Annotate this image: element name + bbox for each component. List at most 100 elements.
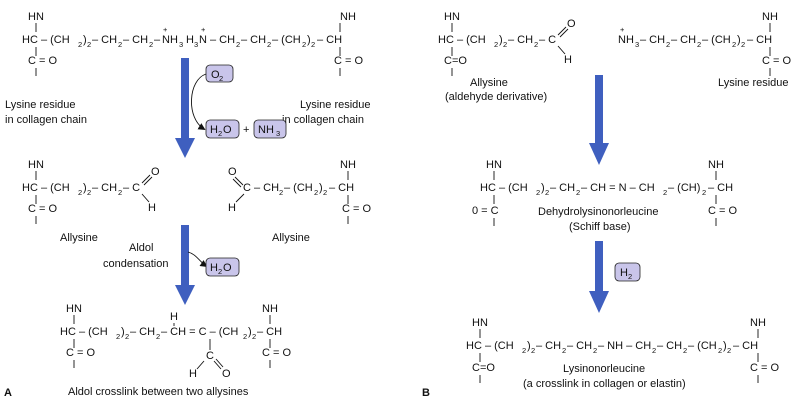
arrow-b2 — [589, 241, 609, 313]
panel-a-letter: A — [4, 387, 12, 399]
allysine-right-structure: O C – CH 2 – (CH 2 ) 2 – CH H NH C = O — [228, 159, 371, 224]
svg-text:– NH – CH: – NH – CH — [598, 340, 651, 352]
svg-text:– (CH: – (CH — [688, 340, 717, 352]
allysine-left-structure: HN HC – (CH 2 ) 2 – CH 2 – C O H C = O — [22, 159, 160, 224]
svg-text:): ) — [527, 340, 531, 352]
reagent-h2: H 2 — [614, 262, 641, 282]
svg-text:): ) — [83, 182, 87, 194]
svg-text:– (CH: – (CH — [702, 34, 731, 46]
svg-text:H: H — [170, 311, 178, 323]
svg-text:2: 2 — [531, 346, 535, 355]
svg-text:2: 2 — [494, 40, 498, 49]
svg-text:H: H — [210, 124, 218, 136]
svg-text:2: 2 — [663, 188, 667, 197]
svg-text:O: O — [222, 368, 231, 380]
svg-text:2: 2 — [702, 188, 706, 197]
svg-text:HC – (CH: HC – (CH — [480, 182, 528, 194]
svg-text:C = O: C = O — [334, 55, 363, 67]
svg-text:– (CH): – (CH) — [668, 182, 700, 194]
svg-text:2: 2 — [314, 188, 318, 197]
svg-text:– CH: – CH — [257, 326, 282, 338]
svg-text:2: 2 — [666, 40, 670, 49]
svg-text:HN: HN — [486, 159, 502, 171]
svg-text:–: – — [154, 34, 161, 46]
svg-text:HC – (CH: HC – (CH — [466, 340, 514, 352]
svg-text:2: 2 — [727, 346, 731, 355]
svg-text:2: 2 — [628, 272, 632, 281]
svg-text:NH: NH — [708, 159, 724, 171]
svg-text:2: 2 — [593, 346, 597, 355]
svg-text:– CH: – CH — [130, 326, 155, 338]
svg-text:HN: HN — [444, 11, 460, 23]
svg-text:2: 2 — [252, 332, 256, 341]
svg-text:2: 2 — [118, 40, 122, 49]
svg-text:): ) — [83, 34, 87, 46]
svg-text:– CH: – CH — [241, 34, 266, 46]
svg-text:3: 3 — [635, 40, 639, 49]
arrow-b1 — [589, 75, 609, 165]
svg-text:): ) — [121, 326, 125, 338]
svg-text:C = O: C = O — [262, 347, 291, 359]
lysine-right-label: Lysine residue — [300, 99, 371, 111]
svg-text:HN: HN — [66, 303, 82, 315]
svg-text:2: 2 — [236, 40, 240, 49]
svg-text:C = O: C = O — [66, 347, 95, 359]
svg-text:): ) — [307, 34, 311, 46]
svg-text:3: 3 — [179, 40, 183, 49]
lysine-right-label-line2: in collagen chain — [282, 114, 364, 126]
svg-text:): ) — [723, 340, 727, 352]
svg-text:– C: – C — [123, 182, 140, 194]
svg-text:– CH: – CH — [508, 34, 533, 46]
svg-text:2: 2 — [267, 40, 271, 49]
allysine-right-label: Allysine — [272, 232, 310, 244]
panel-b: HN HC – (CH 2 ) 2 – CH 2 – C O H C=O + N… — [422, 11, 791, 399]
svg-text:C = O: C = O — [708, 205, 737, 217]
svg-text:– CH = N – CH: – CH = N – CH — [581, 182, 655, 194]
svg-text:N – CH: N – CH — [199, 34, 235, 46]
arrow-a1 — [175, 58, 195, 158]
svg-text:2: 2 — [218, 129, 222, 138]
svg-text:– CH: – CH — [123, 34, 148, 46]
svg-text:2: 2 — [503, 40, 507, 49]
svg-text:3: 3 — [276, 129, 280, 138]
reagent-h2o-aldol: H 2 O — [187, 251, 240, 277]
svg-text:– CH: – CH — [747, 34, 772, 46]
svg-text:+: + — [201, 25, 206, 34]
svg-text:C=O: C=O — [472, 362, 495, 374]
lysine-left-label: Lysine residue — [5, 99, 76, 111]
svg-text:2: 2 — [534, 40, 538, 49]
svg-text:HC – (CH: HC – (CH — [22, 34, 70, 46]
svg-text:NH: NH — [762, 11, 778, 23]
svg-text:NH: NH — [262, 303, 278, 315]
lysine-left-structure: HN HC – (CH 2 ) 2 – CH 2 – CH 2 – + NH 3… — [22, 11, 183, 76]
svg-text:H: H — [620, 267, 628, 279]
svg-text:HC – (CH: HC – (CH — [438, 34, 486, 46]
lysine-b-structure: + NH 3 – CH 2 – CH 2 – (CH 2 ) 2 – CH NH… — [618, 11, 791, 76]
svg-text:– C: – C — [539, 34, 556, 46]
schiff-sublabel: (Schiff base) — [569, 221, 631, 233]
svg-text:3: 3 — [194, 40, 198, 49]
svg-text:2: 2 — [652, 346, 656, 355]
svg-text:H: H — [564, 54, 572, 66]
svg-text:C – CH: C – CH — [243, 182, 279, 194]
reagent-h2o-nh3: H 2 O + NH 3 — [205, 119, 287, 139]
svg-text:2: 2 — [323, 188, 327, 197]
svg-text:2: 2 — [697, 40, 701, 49]
svg-text:– (CH: – (CH — [284, 182, 313, 194]
svg-text:– CH: – CH — [567, 340, 592, 352]
svg-text:2: 2 — [522, 346, 526, 355]
panel-a: HN HC – (CH 2 ) 2 – CH 2 – CH 2 – + NH 3… — [4, 11, 371, 399]
svg-text:– CH: – CH — [657, 340, 682, 352]
schiff-label: Dehydrolysinonorleucine — [538, 206, 658, 218]
svg-text:0 = C: 0 = C — [472, 205, 499, 217]
svg-text:– CH: – CH — [550, 182, 575, 194]
allysine-b-structure: HN HC – (CH 2 ) 2 – CH 2 – C O H C=O — [438, 11, 576, 76]
svg-text:HC – (CH: HC – (CH — [22, 182, 70, 194]
svg-text:C: C — [206, 350, 214, 362]
svg-text:2: 2 — [219, 74, 223, 83]
svg-text:HN: HN — [28, 159, 44, 171]
svg-text:2: 2 — [78, 188, 82, 197]
svg-text:+: + — [620, 25, 625, 34]
svg-text:O: O — [223, 124, 232, 136]
